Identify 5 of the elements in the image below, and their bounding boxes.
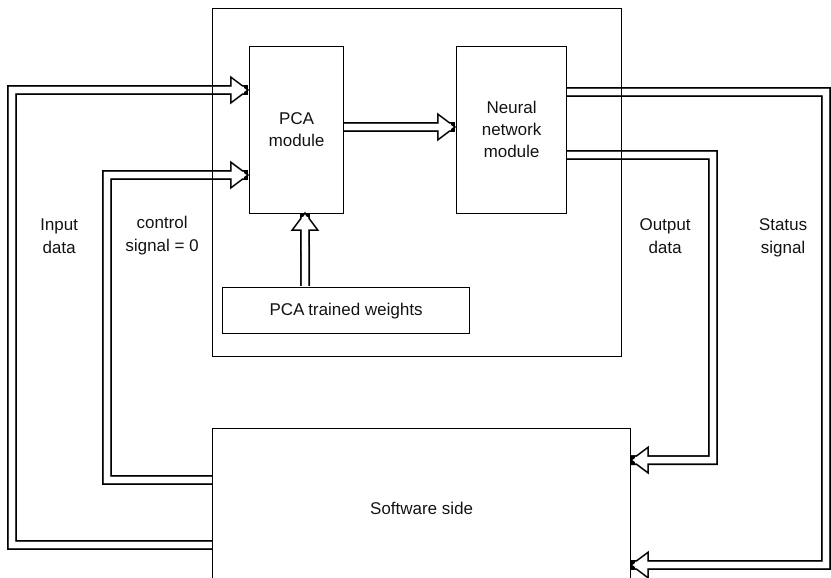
process-box <box>249 46 344 214</box>
process-box <box>212 428 631 578</box>
outer-frame <box>212 8 622 357</box>
process-box <box>456 46 567 214</box>
process-box <box>222 287 470 334</box>
